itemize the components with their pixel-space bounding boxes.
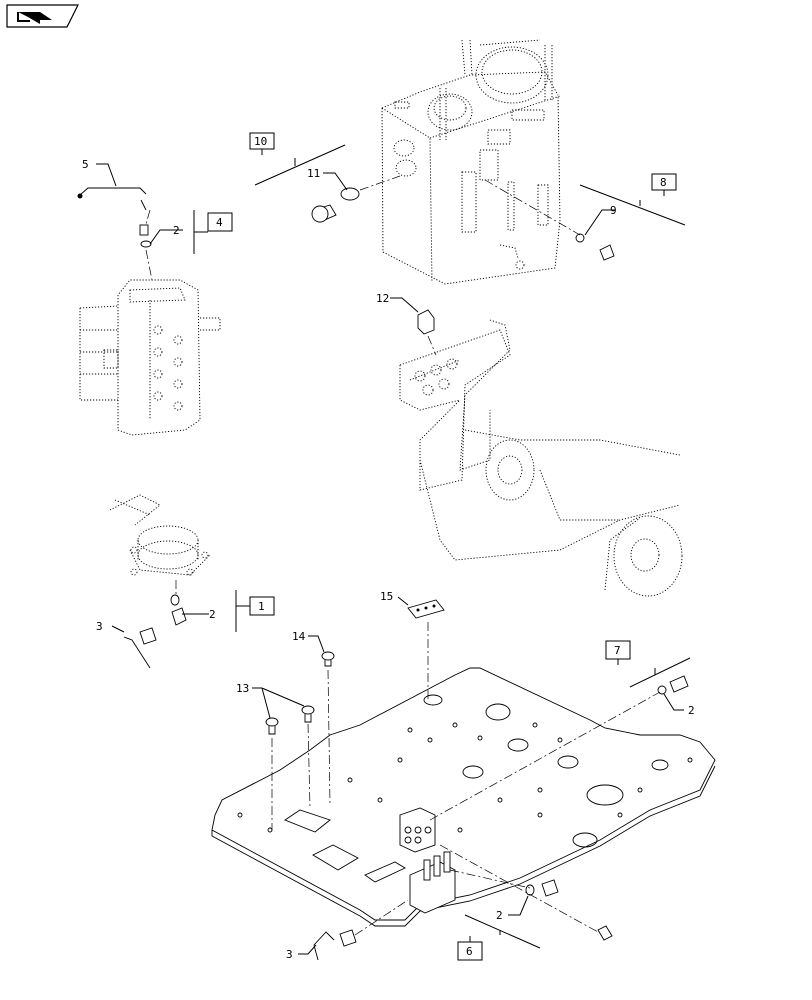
callout-8: 8 xyxy=(660,176,667,189)
callout-10: 10 xyxy=(254,135,267,148)
tube-5 xyxy=(77,187,147,211)
callout-9: 9 xyxy=(610,204,617,217)
fitting-4 xyxy=(139,224,152,248)
screw-14 xyxy=(321,651,335,667)
grommet-15 xyxy=(407,599,445,619)
callout-4: 4 xyxy=(216,216,223,229)
hydraulic-tank xyxy=(381,39,561,285)
control-valve xyxy=(79,279,221,436)
leaders xyxy=(96,163,684,955)
box-bracket-7 xyxy=(605,640,691,688)
callout-6: 6 xyxy=(466,945,473,958)
tube-3-lower xyxy=(313,929,357,961)
box-bracket-1 xyxy=(249,596,275,616)
floor-plate xyxy=(211,667,716,927)
tube-3-upper xyxy=(123,627,157,669)
screws-13 xyxy=(265,705,315,735)
return-arrow-icon xyxy=(17,12,52,24)
fitting-7 xyxy=(657,675,689,695)
callout-2-brake: 2 xyxy=(209,608,216,621)
fittings-6 xyxy=(525,879,613,941)
callout-2-valve: 2 xyxy=(173,224,180,237)
callout-2-right: 2 xyxy=(688,704,695,717)
box-bracket-8 xyxy=(579,173,686,226)
callout-15: 15 xyxy=(380,590,393,603)
callout-labels: 5 2 4 10 11 8 9 12 1 2 3 15 14 13 7 2 2 … xyxy=(82,135,695,961)
callout-1: 1 xyxy=(258,600,265,613)
plug-11 xyxy=(311,187,360,223)
box-bracket-10 xyxy=(249,132,346,186)
callout-5: 5 xyxy=(82,158,89,171)
solenoid-valve xyxy=(409,851,456,914)
box-bracket-4 xyxy=(207,212,233,232)
box-bracket-6 xyxy=(457,914,541,961)
bracket-frame xyxy=(399,319,683,597)
callout-14: 14 xyxy=(292,630,306,643)
manifold-block xyxy=(399,807,436,853)
callout-12: 12 xyxy=(376,292,389,305)
callout-13: 13 xyxy=(236,682,249,695)
callout-3-upper: 3 xyxy=(96,620,103,633)
brake-valve xyxy=(109,494,211,576)
callout-3-lower: 3 xyxy=(286,948,293,961)
callout-2-bottom: 2 xyxy=(496,909,503,922)
callout-11: 11 xyxy=(307,167,320,180)
return-button[interactable] xyxy=(6,4,79,28)
callout-7: 7 xyxy=(614,644,621,657)
centerlines xyxy=(145,175,661,936)
fitting-2-brake xyxy=(170,594,187,626)
plug-9 xyxy=(575,233,615,261)
cap-12 xyxy=(417,309,435,335)
